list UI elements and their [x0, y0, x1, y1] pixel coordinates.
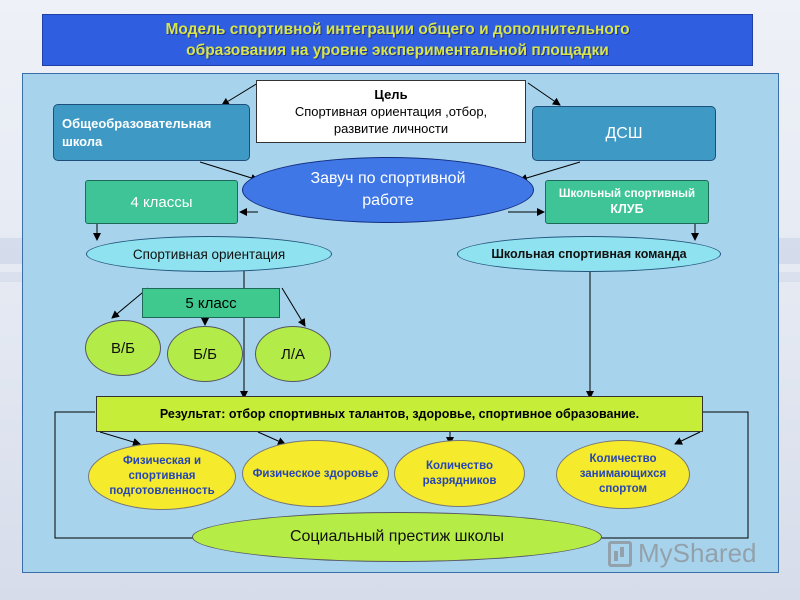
outcome-rank-holders: Количество разрядников [394, 440, 525, 507]
sport-circle-vb: В/Б [85, 320, 161, 376]
outcome-physical-health: Физическое здоровье [242, 440, 389, 507]
goal-box: Цель Спортивная ориентация ,отбор, разви… [256, 80, 526, 143]
goal-line-2: развитие личности [333, 121, 449, 136]
outcome-line: подготовленность [109, 485, 215, 497]
grade4-label: 4 классы [130, 193, 193, 211]
grade4-box: 4 классы [85, 180, 238, 224]
grade5-box: 5 класс [142, 288, 280, 318]
watermark: MyShared [608, 538, 757, 569]
watermark-logo-icon [608, 540, 632, 567]
title-line-1: Модель спортивной интеграции общего и до… [165, 21, 630, 38]
outcome-line: разрядников [422, 474, 497, 487]
outcome-line: спортивная [128, 470, 196, 482]
zavuch-line-2: работе [362, 192, 414, 209]
title-line-2: образования на уровне экспериментальной … [186, 42, 609, 59]
school-box: Общеобразовательная школа [53, 104, 250, 161]
school-line-1: Общеобразовательная [62, 115, 212, 131]
school-line-2: школа [62, 133, 103, 149]
outcome-line: Количество [589, 453, 657, 465]
goal-heading: Цель [374, 87, 408, 102]
zavuch-ellipse: Завуч по спортивной работе [242, 157, 534, 223]
outcome-line: Физическая и [122, 455, 202, 467]
club-line-1: Школьный спортивный [558, 188, 696, 200]
outcome-sport-participants: Количество занимающихся спортом [556, 440, 690, 509]
sport-label: Л/А [280, 345, 306, 363]
club-box: Школьный спортивный КЛУБ [545, 180, 709, 224]
result-label: Результат: отбор спортивных талантов, зд… [159, 407, 640, 421]
team-label: Школьная спортивная команда [491, 247, 687, 261]
club-line-2: КЛУБ [610, 202, 644, 216]
outcome-line: Количество [425, 459, 494, 472]
sport-label: Б/Б [193, 345, 217, 363]
outcome-physical-preparedness: Физическая и спортивная подготовленность [88, 443, 236, 510]
zavuch-line-1: Завуч по спортивной [310, 170, 466, 187]
outcome-line: занимающихся [579, 468, 667, 480]
sport-circle-la: Л/А [255, 326, 331, 382]
orientation-ellipse: Спортивная ориентация [86, 236, 332, 272]
prestige-ellipse: Социальный престиж школы [192, 512, 602, 562]
sport-circle-bb: Б/Б [167, 326, 243, 382]
orientation-label: Спортивная ориентация [132, 246, 286, 262]
outcome-line: спортом [598, 483, 648, 495]
grade5-label: 5 класс [185, 294, 237, 312]
dsh-box: ДСШ [532, 106, 716, 161]
sport-label: В/Б [110, 339, 136, 357]
team-ellipse: Школьная спортивная команда [457, 236, 721, 272]
page-title: Модель спортивной интеграции общего и до… [42, 14, 753, 66]
goal-line-1: Спортивная ориентация ,отбор, [294, 104, 488, 119]
prestige-label: Социальный престиж школы [289, 528, 505, 545]
watermark-text: MyShared [638, 538, 757, 568]
dsh-label: ДСШ [605, 124, 643, 142]
outcome-line: Физическое здоровье [252, 467, 379, 480]
result-bar: Результат: отбор спортивных талантов, зд… [96, 396, 703, 432]
